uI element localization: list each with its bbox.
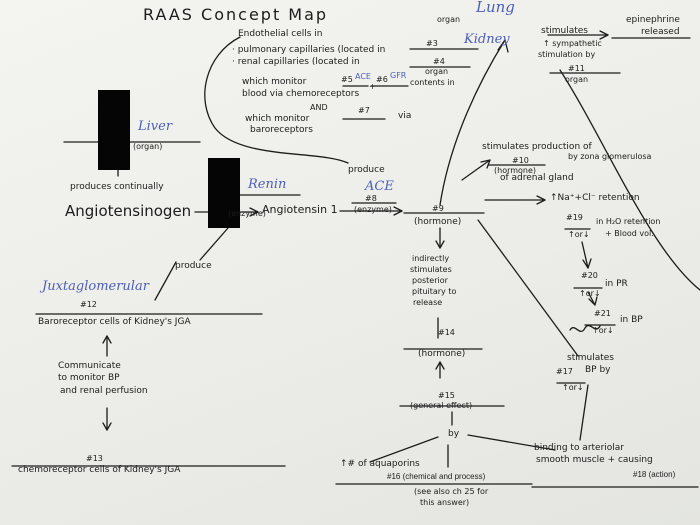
arrow-17: ↑or↓ — [562, 383, 584, 392]
label-8: #8 — [365, 194, 377, 203]
squiggle-21 — [569, 324, 601, 333]
released: released — [641, 27, 680, 37]
contents-in: contents in — [410, 78, 455, 87]
label-3: #3 — [426, 39, 438, 48]
stimulates-17: stimulates — [567, 353, 614, 363]
answer-kidney: Kidney — [464, 32, 510, 47]
label-13: #13 — [86, 454, 103, 463]
label-18: #18 (action) — [633, 470, 676, 479]
indirect-4: pituitary to — [412, 287, 457, 296]
monitor-line: which monitor — [242, 77, 307, 87]
aquaporins: ↑# of aquaporins — [340, 459, 420, 469]
hormone-14: (hormone) — [418, 349, 466, 359]
organ-label-11: organ — [565, 75, 589, 84]
h2o-retention: in H₂O retention — [596, 217, 661, 226]
baroreceptors-line: baroreceptors — [250, 125, 313, 135]
arc-endothelial — [204, 36, 349, 164]
epinephrine: epinephrine — [626, 15, 680, 25]
produces-continually: produces continually — [70, 182, 164, 192]
organ-liver: (organ) — [133, 142, 163, 151]
label-6: #6 — [376, 75, 388, 84]
arrow-21: ↑or↓ — [592, 326, 614, 335]
label-9: #9 — [432, 204, 444, 213]
arrow-20: ↑or↓ — [579, 289, 601, 298]
label-5: #5 — [341, 75, 353, 84]
stimulation-by: stimulation by — [538, 50, 596, 59]
bp-by: BP by — [585, 365, 611, 375]
label-10: #10 — [512, 156, 529, 165]
endothelial-line-2: · pulmonary capillaries (located in — [232, 45, 386, 55]
answer-renin: Renin — [248, 177, 287, 192]
organ-label-3: organ — [437, 15, 461, 24]
label-12: #12 — [80, 300, 97, 309]
binding-2: smooth muscle + causing — [536, 455, 653, 465]
stimulates-top: stimulates — [541, 26, 588, 36]
monitor-line-2: which monitor — [245, 114, 310, 124]
hormone-10: (hormone) — [494, 166, 537, 175]
chemoreceptors-line: blood via chemoreceptors — [242, 89, 360, 99]
na-cl-retention: ↑Na⁺+Cl⁻ retention — [550, 193, 640, 203]
adrenal-gland: of adrenal gland — [500, 173, 574, 183]
bp-line: in BP — [620, 315, 643, 325]
label-14: #14 — [438, 328, 455, 337]
page-title: RAAS Concept Map — [143, 5, 329, 24]
hormone-9: (hormone) — [414, 217, 462, 227]
general-effect-15: (general effect) — [410, 401, 473, 410]
label-17: #17 — [556, 367, 573, 376]
answer-ace-top: ACE — [355, 72, 371, 81]
answer-liver: Liver — [138, 119, 173, 134]
angiotensin-1: Angiotensin 1 — [262, 203, 338, 216]
label-16: #16 (chemical and process) — [387, 472, 486, 481]
answer-juxtaglomerular: Juxtaglomerular — [42, 279, 149, 294]
enzyme-8: (enzyme) — [354, 205, 392, 214]
plus-sign: + — [369, 82, 376, 91]
angiotensinogen: Angiotensinogen — [65, 202, 192, 220]
label-11: #11 — [568, 64, 585, 73]
label-19: #19 — [566, 213, 583, 222]
sympathetic-line: ↑ sympathetic — [543, 39, 602, 48]
endothelial-line-3: · renal capillaries (located in — [232, 57, 360, 67]
indirect-2: stimulates — [410, 265, 452, 274]
label-7: #7 — [358, 106, 370, 115]
indirect-5: release — [413, 298, 443, 307]
indirect-1: indirectly — [412, 254, 450, 263]
see-also: (see also ch 25 for — [414, 487, 489, 496]
label-15: #15 — [438, 391, 455, 400]
redaction-bar-left — [98, 90, 130, 170]
produce-renin: produce — [175, 261, 212, 271]
via-word: via — [398, 111, 412, 121]
by-word: by — [448, 429, 460, 439]
pr-line: in PR — [605, 279, 628, 289]
chemoreceptor-cells: chemoreceptor cells of Kidney's JGA — [18, 465, 181, 475]
produce-ace: produce — [348, 165, 385, 175]
and-word: AND — [310, 103, 328, 112]
arrow-19: ↑or↓ — [568, 230, 590, 239]
answer-lung: Lung — [476, 0, 515, 16]
answer-ace: ACE — [365, 179, 394, 194]
enzyme-renin: (enzyme) — [228, 209, 266, 218]
endothelial-line-1: Endothelial cells in — [238, 29, 323, 39]
answer-gfr: GFR — [390, 71, 407, 80]
label-4: #4 — [433, 57, 445, 66]
blood-vol: + Blood vol. — [605, 229, 654, 238]
communicate-1: Communicate — [58, 361, 121, 371]
organ-label-4: organ — [425, 67, 449, 76]
binding-1: binding to arteriolar — [534, 443, 625, 453]
stimulates-production: stimulates production of — [482, 142, 592, 152]
zona-glomerulosa: by zona glomerulosa — [568, 152, 652, 161]
label-20: #20 — [581, 271, 598, 280]
arc-to-sympathetic — [439, 39, 506, 206]
label-21: #21 — [594, 309, 611, 318]
indirect-3: posterior — [412, 276, 448, 285]
baroreceptor-cells: Baroreceptor cells of Kidney's JGA — [38, 317, 191, 327]
arc-right-side — [559, 69, 700, 291]
communicate-2: to monitor BP — [58, 373, 120, 383]
this-answer: this answer) — [420, 498, 470, 507]
communicate-3: and renal perfusion — [60, 386, 148, 396]
redaction-bar-center — [208, 158, 240, 228]
